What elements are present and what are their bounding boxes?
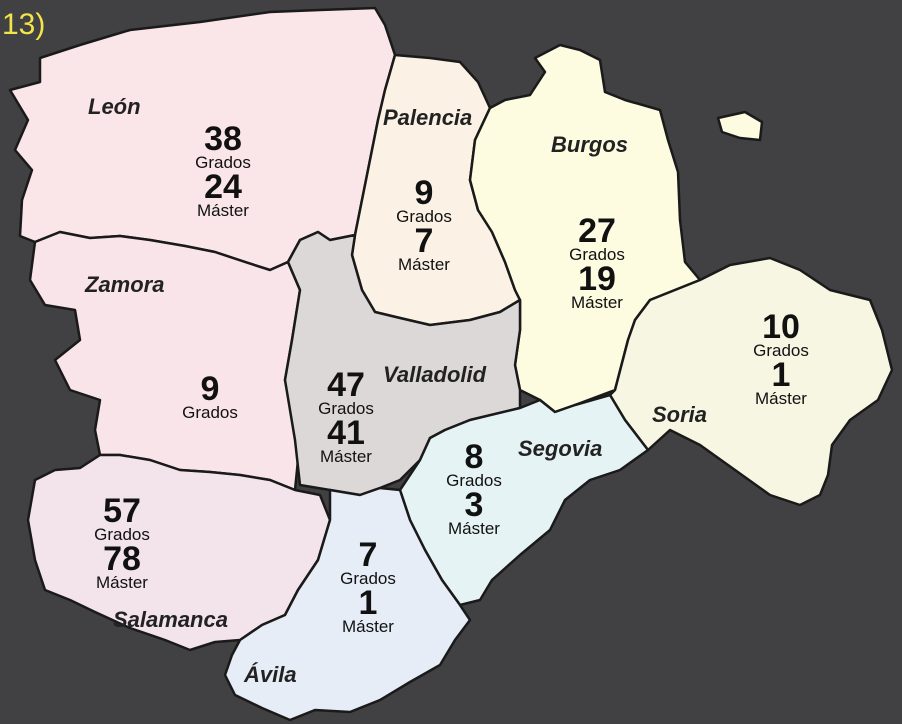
master-count: 1 bbox=[358, 584, 378, 622]
grados-label: Grados bbox=[318, 399, 374, 418]
grados-label: Grados bbox=[396, 207, 452, 226]
grados-count: 57 bbox=[103, 492, 141, 530]
grados-count: 27 bbox=[578, 212, 616, 250]
province-name-soria: Soria bbox=[652, 402, 708, 427]
grados-count: 7 bbox=[358, 536, 378, 574]
stats-salamanca: 57 Grados 78 Máster bbox=[72, 492, 172, 592]
province-name-zamora: Zamora bbox=[85, 272, 165, 297]
grados-count: 9 bbox=[200, 370, 220, 408]
province-soria bbox=[608, 256, 894, 507]
grados-count: 38 bbox=[204, 120, 242, 158]
grados-count: 9 bbox=[414, 174, 434, 212]
master-label: Máster bbox=[398, 255, 450, 274]
grados-count: 47 bbox=[327, 366, 365, 404]
master-count: 1 bbox=[771, 356, 791, 394]
master-label: Máster bbox=[342, 617, 394, 636]
master-count: 19 bbox=[578, 260, 616, 298]
province-name-avila: Ávila bbox=[244, 662, 297, 687]
stats-leon: 38 Grados 24 Máster bbox=[173, 120, 273, 220]
province-burgos-enclave bbox=[716, 110, 764, 142]
master-label: Máster bbox=[320, 447, 372, 466]
grados-label: Grados bbox=[195, 153, 251, 172]
figure-number: 13) bbox=[2, 8, 46, 41]
master-label: Máster bbox=[96, 573, 148, 592]
stats-segovia: 8 Grados 3 Máster bbox=[424, 438, 524, 538]
province-name-salamanca: Salamanca bbox=[113, 607, 228, 632]
master-label: Máster bbox=[571, 293, 623, 312]
grados-count: 10 bbox=[762, 308, 800, 346]
grados-label: Grados bbox=[94, 525, 150, 544]
grados-count: 8 bbox=[464, 438, 484, 476]
stats-soria: 10 Grados 1 Máster bbox=[731, 308, 831, 408]
province-name-burgos: Burgos bbox=[551, 132, 628, 157]
province-zamora bbox=[28, 230, 302, 492]
grados-label: Grados bbox=[182, 403, 238, 422]
master-label: Máster bbox=[448, 519, 500, 538]
master-count: 24 bbox=[204, 168, 242, 206]
province-name-valladolid: Valladolid bbox=[383, 362, 487, 387]
province-name-palencia: Palencia bbox=[383, 105, 473, 130]
province-name-leon: León bbox=[88, 94, 141, 119]
grados-label: Grados bbox=[569, 245, 625, 264]
province-valladolid bbox=[283, 230, 522, 497]
stats-burgos: 27 Grados 19 Máster bbox=[547, 212, 647, 312]
province-avila bbox=[223, 486, 472, 722]
master-count: 3 bbox=[464, 486, 484, 524]
grados-label: Grados bbox=[340, 569, 396, 588]
grados-label: Grados bbox=[446, 471, 502, 490]
master-count: 78 bbox=[103, 540, 141, 578]
stats-avila: 7 Grados 1 Máster bbox=[318, 536, 418, 636]
province-name-segovia: Segovia bbox=[518, 436, 603, 461]
stats-zamora: 9 Grados bbox=[160, 370, 260, 422]
master-label: Máster bbox=[197, 201, 249, 220]
master-count: 7 bbox=[414, 222, 434, 260]
grados-label: Grados bbox=[753, 341, 809, 360]
master-count: 41 bbox=[327, 414, 365, 452]
stats-valladolid: 47 Grados 41 Máster bbox=[296, 366, 396, 466]
master-label: Máster bbox=[755, 389, 807, 408]
stats-palencia: 9 Grados 7 Máster bbox=[374, 174, 474, 274]
